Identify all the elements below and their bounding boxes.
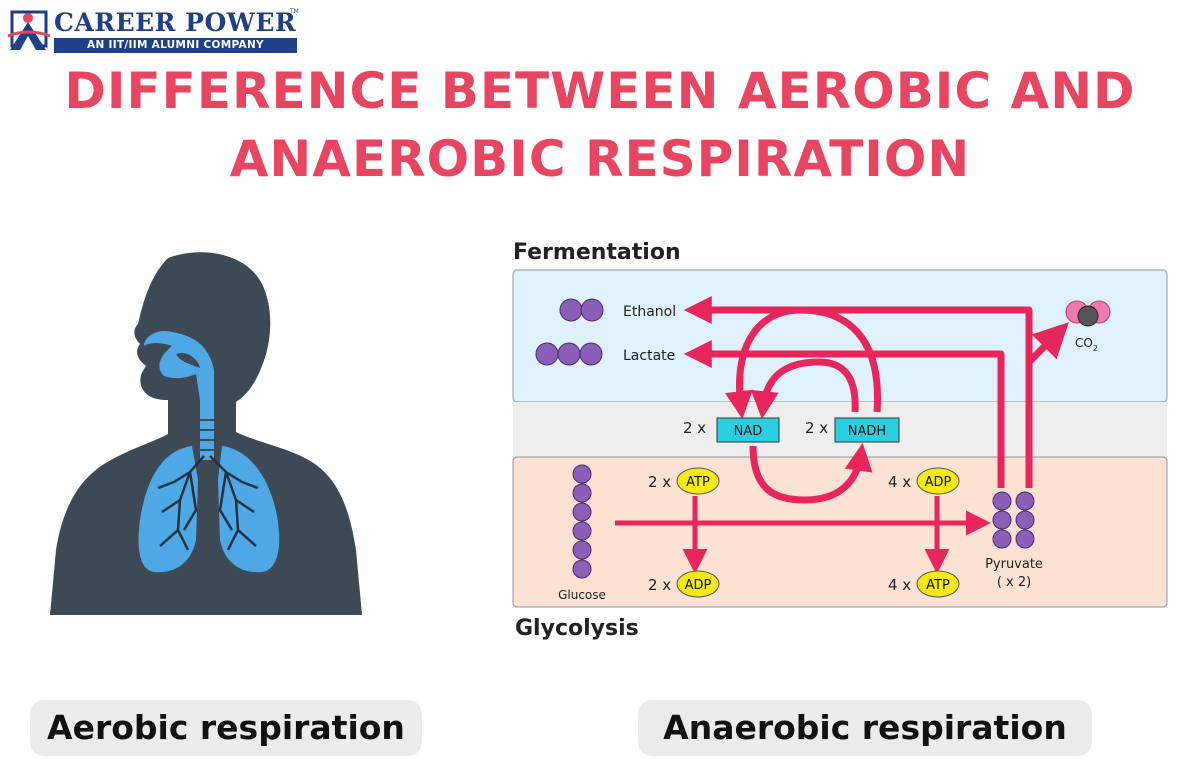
- anaerobic-respiration-caption: Anaerobic respiration: [638, 700, 1092, 756]
- page-title-line-2: ANAEROBIC RESPIRATION: [229, 130, 971, 188]
- atp-out-label: ATP: [926, 578, 950, 593]
- adp-in-multiplier: 4 x: [888, 473, 911, 491]
- atp-in-badge: [676, 467, 720, 495]
- glycolysis-panel: [512, 456, 1168, 608]
- nad-multiplier: 2 x: [683, 419, 706, 437]
- trademark: TM: [290, 8, 299, 15]
- pyruvate-count: ( x 2): [997, 575, 1031, 590]
- ethanol-label: Ethanol: [623, 304, 676, 320]
- nad-box: [716, 417, 780, 443]
- brand-name: CAREER POWER: [54, 8, 297, 37]
- fermentation-panel: [512, 269, 1168, 403]
- atp-in-label: ATP: [686, 475, 710, 490]
- pyruvate-molecule: [992, 491, 1035, 549]
- lactate-label: Lactate: [623, 348, 675, 364]
- ethanol-molecule: [559, 298, 604, 322]
- arrow-nadh-to-nad-outer: [725, 306, 881, 420]
- trachea: [200, 410, 214, 460]
- nad-cycle-arrows: [725, 306, 881, 504]
- adp-out-label: ADP: [685, 578, 712, 593]
- glucose-molecule: [572, 464, 592, 579]
- nad-label: NAD: [734, 424, 763, 439]
- fermentation-glycolysis-diagram: Fermentation Glycolysis Ethanol Lactate …: [512, 240, 1168, 641]
- fermentation-label: Fermentation: [513, 240, 681, 265]
- airway: [144, 330, 214, 450]
- glycolysis-arrows: [615, 496, 991, 574]
- left-lung: [138, 446, 205, 573]
- career-power-logo: CAREER POWER TM AN IIT/IIM ALUMNI COMPAN…: [6, 6, 299, 56]
- pyruvate-label: Pyruvate: [985, 557, 1043, 572]
- lactate-molecule: [535, 342, 603, 366]
- co2-label: CO2: [1075, 336, 1098, 353]
- atp-in-multiplier: 2 x: [648, 473, 671, 491]
- arrow-nad-to-nadh: [749, 442, 873, 504]
- adp-out-badge: [676, 570, 720, 598]
- nadh-multiplier: 2 x: [805, 419, 828, 437]
- arrow-to-lactate: [683, 340, 1005, 488]
- aerobic-respiration-caption: Aerobic respiration: [30, 700, 422, 756]
- page-title-line-1: DIFFERENCE BETWEEN AEROBIC AND: [64, 62, 1136, 120]
- arrow-to-co2: [1026, 322, 1069, 365]
- logo-emblem-icon: [7, 10, 51, 50]
- brand-tagline: AN IIT/IIM ALUMNI COMPANY: [54, 38, 297, 53]
- atp-out-multiplier: 4 x: [888, 576, 911, 594]
- arrow-nadh-to-nad-inner: [750, 358, 859, 420]
- right-lung: [209, 446, 280, 573]
- adp-out-multiplier: 2 x: [648, 576, 671, 594]
- nadh-label: NADH: [848, 424, 886, 439]
- glycolysis-label: Glycolysis: [515, 616, 639, 641]
- nadh-box: [834, 417, 900, 443]
- adp-in-badge: [916, 467, 960, 495]
- adp-in-label: ADP: [925, 475, 952, 490]
- glucose-label: Glucose: [558, 588, 606, 602]
- atp-out-badge: [916, 570, 960, 598]
- human-respiratory-illustration: [50, 252, 362, 615]
- co2-molecule: [1065, 300, 1111, 327]
